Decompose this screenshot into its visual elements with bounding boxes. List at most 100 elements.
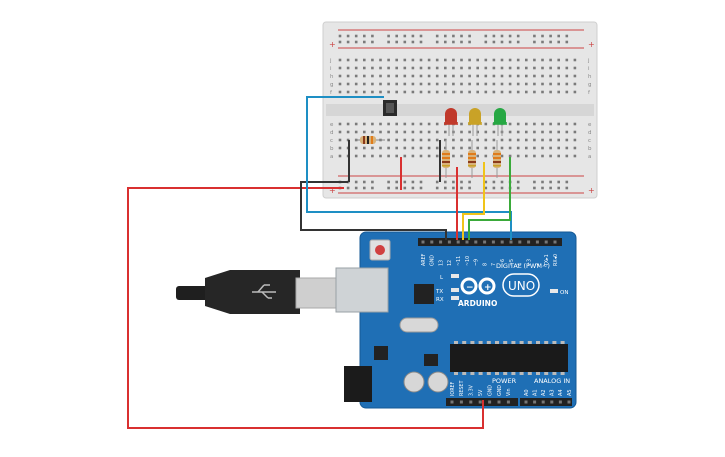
led-resistor-2[interactable]	[468, 140, 476, 178]
power-pin[interactable]	[478, 400, 482, 404]
breadboard-hole	[395, 74, 398, 78]
wire-blue-button[interactable]	[306, 96, 512, 240]
svg-text:−: −	[466, 283, 474, 293]
breadboard-hole	[549, 146, 552, 150]
led-green[interactable]	[493, 108, 507, 136]
analog-pin[interactable]	[524, 400, 528, 404]
power-pin[interactable]	[450, 400, 454, 404]
analog-pin[interactable]	[550, 400, 554, 404]
breadboard-hole	[363, 90, 366, 94]
breadboard-hole	[427, 74, 431, 78]
wires[interactable]	[127, 96, 512, 429]
breadboard-hole	[427, 130, 431, 134]
breadboard-hole	[557, 154, 560, 158]
breadboard-hole	[565, 66, 569, 70]
breadboard-hole	[541, 66, 544, 70]
breadboard-hole	[411, 74, 415, 78]
breadboard-hole	[371, 130, 374, 134]
digital-pin[interactable]	[439, 240, 443, 244]
breadboard-hole	[533, 138, 536, 142]
led-yellow[interactable]	[468, 108, 482, 136]
digital-pin[interactable]	[456, 240, 460, 244]
analog-pin[interactable]	[541, 400, 545, 404]
power-pin[interactable]	[459, 400, 463, 404]
breadboard-hole	[387, 122, 390, 126]
usb-cable[interactable]	[176, 270, 339, 314]
led-red[interactable]	[444, 108, 458, 136]
breadboard-hole	[516, 74, 520, 78]
reset-button-cap	[375, 245, 385, 255]
breadboard-hole	[419, 138, 423, 142]
breadboard-hole	[557, 82, 560, 86]
power-pin[interactable]	[506, 400, 510, 404]
breadboard-hole	[508, 146, 512, 150]
breadboard-hole	[419, 154, 423, 158]
breadboard-hole	[403, 82, 407, 86]
digital-pin[interactable]	[483, 240, 487, 244]
wire-green-led[interactable]	[468, 157, 511, 240]
led-resistor-1[interactable]	[442, 140, 450, 178]
power-pin[interactable]	[488, 400, 492, 404]
led-resistor-3[interactable]	[493, 140, 501, 178]
row-letter-left: b	[330, 146, 334, 152]
power-pin[interactable]	[469, 400, 473, 404]
digital-pin[interactable]	[553, 240, 557, 244]
breadboard-hole	[460, 74, 463, 78]
breadboard-hole	[387, 74, 390, 78]
breadboard-hole	[363, 74, 366, 78]
analog-header-body	[520, 398, 572, 406]
arduino-uno-board[interactable]: − + ARDUINO UNO DIGITAL (PWM~) POWER ANA…	[176, 231, 577, 409]
analog-pin[interactable]	[558, 400, 562, 404]
breadboard-hole	[533, 154, 536, 158]
analog-pin[interactable]	[533, 400, 537, 404]
breadboard-hole	[573, 146, 577, 150]
wire-black-gnd[interactable]	[300, 181, 447, 240]
digital-pin-label: ~6	[500, 259, 506, 266]
breadboard-hole	[346, 66, 350, 70]
rail-hole	[403, 34, 407, 38]
digital-pin[interactable]	[535, 240, 539, 244]
led-rx-indicator	[451, 296, 459, 300]
wire-yellow-led[interactable]	[462, 162, 485, 240]
breadboard-hole	[411, 130, 415, 134]
breadboard-hole	[533, 58, 536, 62]
digital-pin[interactable]	[465, 240, 469, 244]
breadboard-hole	[346, 82, 350, 86]
digital-pin[interactable]	[500, 240, 504, 244]
analog-pin[interactable]	[567, 400, 571, 404]
digital-pin[interactable]	[527, 240, 531, 244]
digital-pin[interactable]	[430, 240, 434, 244]
digital-pin[interactable]	[421, 240, 425, 244]
uno-badge	[502, 273, 540, 297]
breadboard-hole	[573, 74, 577, 78]
digital-pin[interactable]	[509, 240, 513, 244]
row-letter-right: j	[587, 58, 590, 64]
digital-pin[interactable]	[474, 240, 478, 244]
digital-pin[interactable]	[447, 240, 451, 244]
analog-pin-label: A0	[524, 389, 530, 396]
led-resistor-group[interactable]	[442, 140, 501, 178]
breadboard-hole	[354, 58, 358, 62]
power-pin-label: GND	[487, 385, 493, 396]
breadboard-hole	[492, 82, 496, 86]
breadboard-hole	[427, 138, 431, 142]
wire-red-5v[interactable]	[127, 187, 484, 429]
breadboard-hole	[525, 66, 528, 70]
breadboard-hole	[516, 82, 520, 86]
breadboard-hole	[354, 154, 358, 158]
row-letter-left: f	[330, 90, 333, 96]
pushbutton[interactable]	[383, 100, 397, 116]
digital-pin[interactable]	[491, 240, 495, 244]
resistor-band	[493, 157, 501, 159]
digital-pin[interactable]	[518, 240, 522, 244]
row-letter-right: i	[588, 66, 590, 72]
button-resistor[interactable]	[355, 136, 385, 144]
digital-pin[interactable]	[544, 240, 548, 244]
led-group[interactable]	[444, 108, 507, 136]
breadboard-hole	[338, 154, 342, 158]
power-pin[interactable]	[497, 400, 501, 404]
breadboard-hole	[468, 146, 471, 150]
